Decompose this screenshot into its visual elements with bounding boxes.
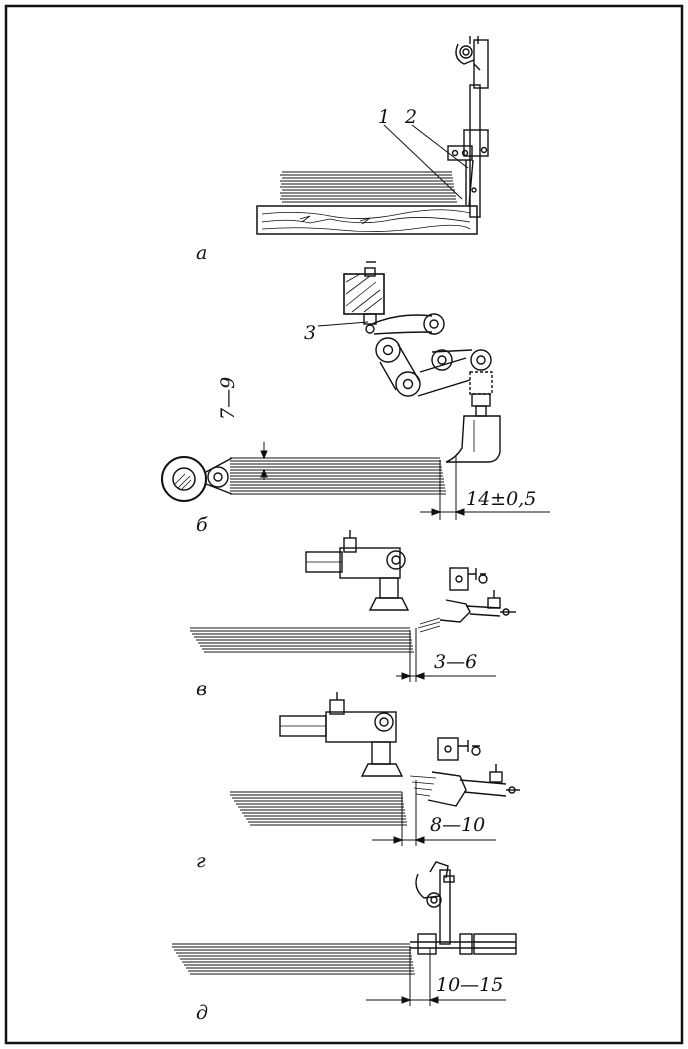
panel-d-drawing (172, 861, 517, 1006)
dimension-8-10-label: 8—10 (430, 814, 486, 836)
panel-a-wood-board (256, 205, 478, 235)
panel-v-label: в (196, 678, 208, 700)
dimension-10-15-label: 10—15 (436, 974, 504, 996)
callout-1: 1 (378, 106, 391, 128)
callout-1-leader (383, 124, 463, 200)
panel-v-sheet-stack (190, 627, 414, 653)
panel-g-sheet-stack (230, 791, 407, 826)
dimension-7-9 (256, 442, 272, 480)
dimension-14 (420, 456, 550, 520)
panel-a-feeler-mechanism (447, 36, 489, 218)
panel-b-label: б (196, 514, 208, 536)
panel-a-sheet-stack (280, 171, 457, 203)
dimension-10-15 (366, 946, 506, 1006)
dimension-8-10 (372, 780, 496, 846)
dimension-7-9-label: 7—9 (217, 376, 239, 420)
panel-d-feeler-mechanism (410, 861, 517, 955)
panel-d-sheet-stack (172, 943, 415, 975)
callout-3-leader (317, 321, 369, 327)
figure-border (4, 4, 684, 1045)
dimension-3-6-label: 3—6 (434, 651, 478, 673)
panel-b-roller (161, 456, 207, 502)
dimension-14-label: 14±0,5 (466, 488, 537, 510)
callout-3: 3 (304, 322, 317, 344)
panel-b-mechanism (343, 261, 501, 463)
panel-d-label: д (196, 1002, 209, 1024)
callout-2-leader (411, 124, 469, 169)
panel-a-label: а (196, 242, 208, 264)
panel-g-label: г (196, 850, 206, 872)
panel-v-drawing (190, 530, 516, 682)
panel-v-suction-mechanism (305, 530, 516, 633)
panel-b-sheet-stack (230, 457, 446, 495)
panel-g-suction-mechanism (279, 692, 520, 807)
panel-g-drawing (230, 692, 520, 846)
dimension-3-6 (396, 628, 496, 682)
panel-a-drawing (256, 36, 489, 235)
callout-2: 2 (405, 106, 418, 128)
panel-b-drawing (161, 261, 550, 520)
